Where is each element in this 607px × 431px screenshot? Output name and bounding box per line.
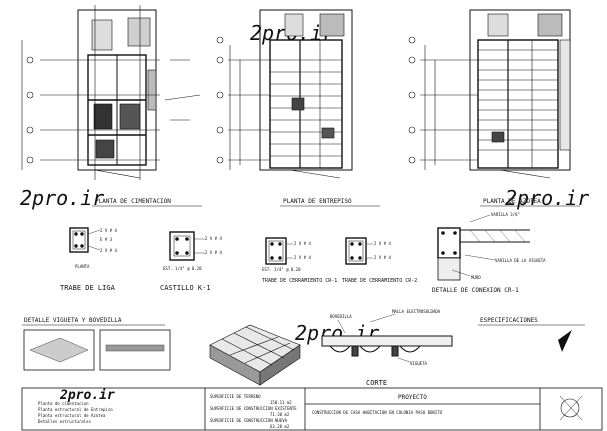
- sheet-list-item: Detalles estructurales: [38, 419, 92, 424]
- detail-conexion-cr1: [437, 214, 530, 281]
- plan-title: PLANTA DE ENTREPISO: [283, 198, 352, 205]
- title-block: [21, 387, 603, 431]
- area-value: 71.38 m2: [270, 412, 290, 417]
- detail-title: TRABE DE LIGA: [60, 284, 116, 292]
- detail-title: TRABE DE CERRAMIENTO CR-1: [262, 278, 337, 284]
- detail-subtitle: PLANTA: [75, 264, 90, 269]
- plan-title: PLANTA DE AZOTEA: [483, 198, 541, 205]
- detail-note: 2 V # 4: [100, 228, 117, 233]
- proyecto-label: PROYECTO: [398, 394, 427, 401]
- corte-label: BOVEDILLA: [330, 314, 352, 319]
- detail-note: 2 V # 4: [374, 255, 391, 260]
- isometric-slab: [209, 324, 301, 386]
- detail-cerramiento-cr1: [265, 237, 293, 265]
- detail-title: TRABE DE CERRAMIENTO CR-2: [342, 278, 417, 284]
- detail-note: 2 V # 4: [100, 248, 117, 253]
- sheet-list-item: Planta estructural de Entrepiso: [38, 407, 113, 412]
- sheet-list-item: Planta de cimentacion: [38, 401, 89, 406]
- detail-note: 2 V # 4: [294, 241, 311, 246]
- detail-title: CASTILLO K-1: [160, 284, 211, 292]
- corte-label: MALLA ELECTROSOLDADA: [392, 309, 441, 314]
- detail-castillo-k1: [169, 231, 205, 261]
- plan-cimentacion: [21, 5, 201, 180]
- detail-title: DETALLE VIGUETA Y BOVEDILLA: [24, 317, 122, 324]
- detail-note: VARILLA 3/8": [491, 212, 520, 217]
- detail-note: 2 V # 4: [205, 250, 222, 255]
- corte-section: [321, 313, 453, 363]
- north-arrow-icon: [558, 330, 572, 352]
- detail-title: DETALLE DE CONEXION CR-1: [432, 287, 519, 294]
- area-label: SUPERFICIE DE TERRENO: [210, 394, 261, 399]
- area-label: SUPERFICIE DE CONSTRUCCION NUEVA: [210, 418, 288, 423]
- detail-note: 2 V # 4: [374, 241, 391, 246]
- detail-note: E # 3: [100, 237, 113, 242]
- detail-note: 2 V # 4: [205, 236, 222, 241]
- detail-note: EST. 1/4" @ 0.20: [163, 266, 202, 271]
- watermark-group: 2pro.ir 2pro.ir 2pro.ir 2pro.ir: [20, 21, 589, 345]
- area-value: 63.28 m2: [270, 424, 290, 429]
- area-value: 158.11 m2: [270, 400, 292, 405]
- watermark-text: 2pro.ir: [20, 186, 104, 210]
- detail-note: EST. 1/4" @ 0.20: [262, 267, 301, 272]
- vigueta-thumbnail-left: [23, 329, 95, 371]
- watermark-logo: 2pro.ir: [59, 388, 115, 403]
- detail-note: 2 V # 4: [294, 255, 311, 260]
- detail-note: MURO: [471, 275, 481, 280]
- detail-title: CORTE: [366, 379, 387, 387]
- proyecto-text: CONSTRUCCION DE CASA HABITACION EN COLON…: [312, 410, 443, 415]
- plan-title: PLANTA DE CIMENTACION: [95, 198, 171, 205]
- vigueta-thumbnail-right: [99, 329, 171, 371]
- sheet-list-item: Planta estructural de Azotea: [38, 413, 106, 418]
- detail-trabe-de-liga: [69, 227, 101, 253]
- area-label: SUPERFICIE DE CONSTRUCCION EXISTENTE: [210, 406, 297, 411]
- section-title: ESPECIFICACIONES: [480, 317, 538, 324]
- detail-note: VARILLA DE LA VIGUETA: [495, 258, 546, 263]
- plan-azotea: [408, 9, 571, 179]
- corte-label: VIGUETA: [410, 361, 427, 366]
- detail-cerramiento-cr2: [345, 237, 373, 265]
- plan-entrepiso: [216, 9, 353, 179]
